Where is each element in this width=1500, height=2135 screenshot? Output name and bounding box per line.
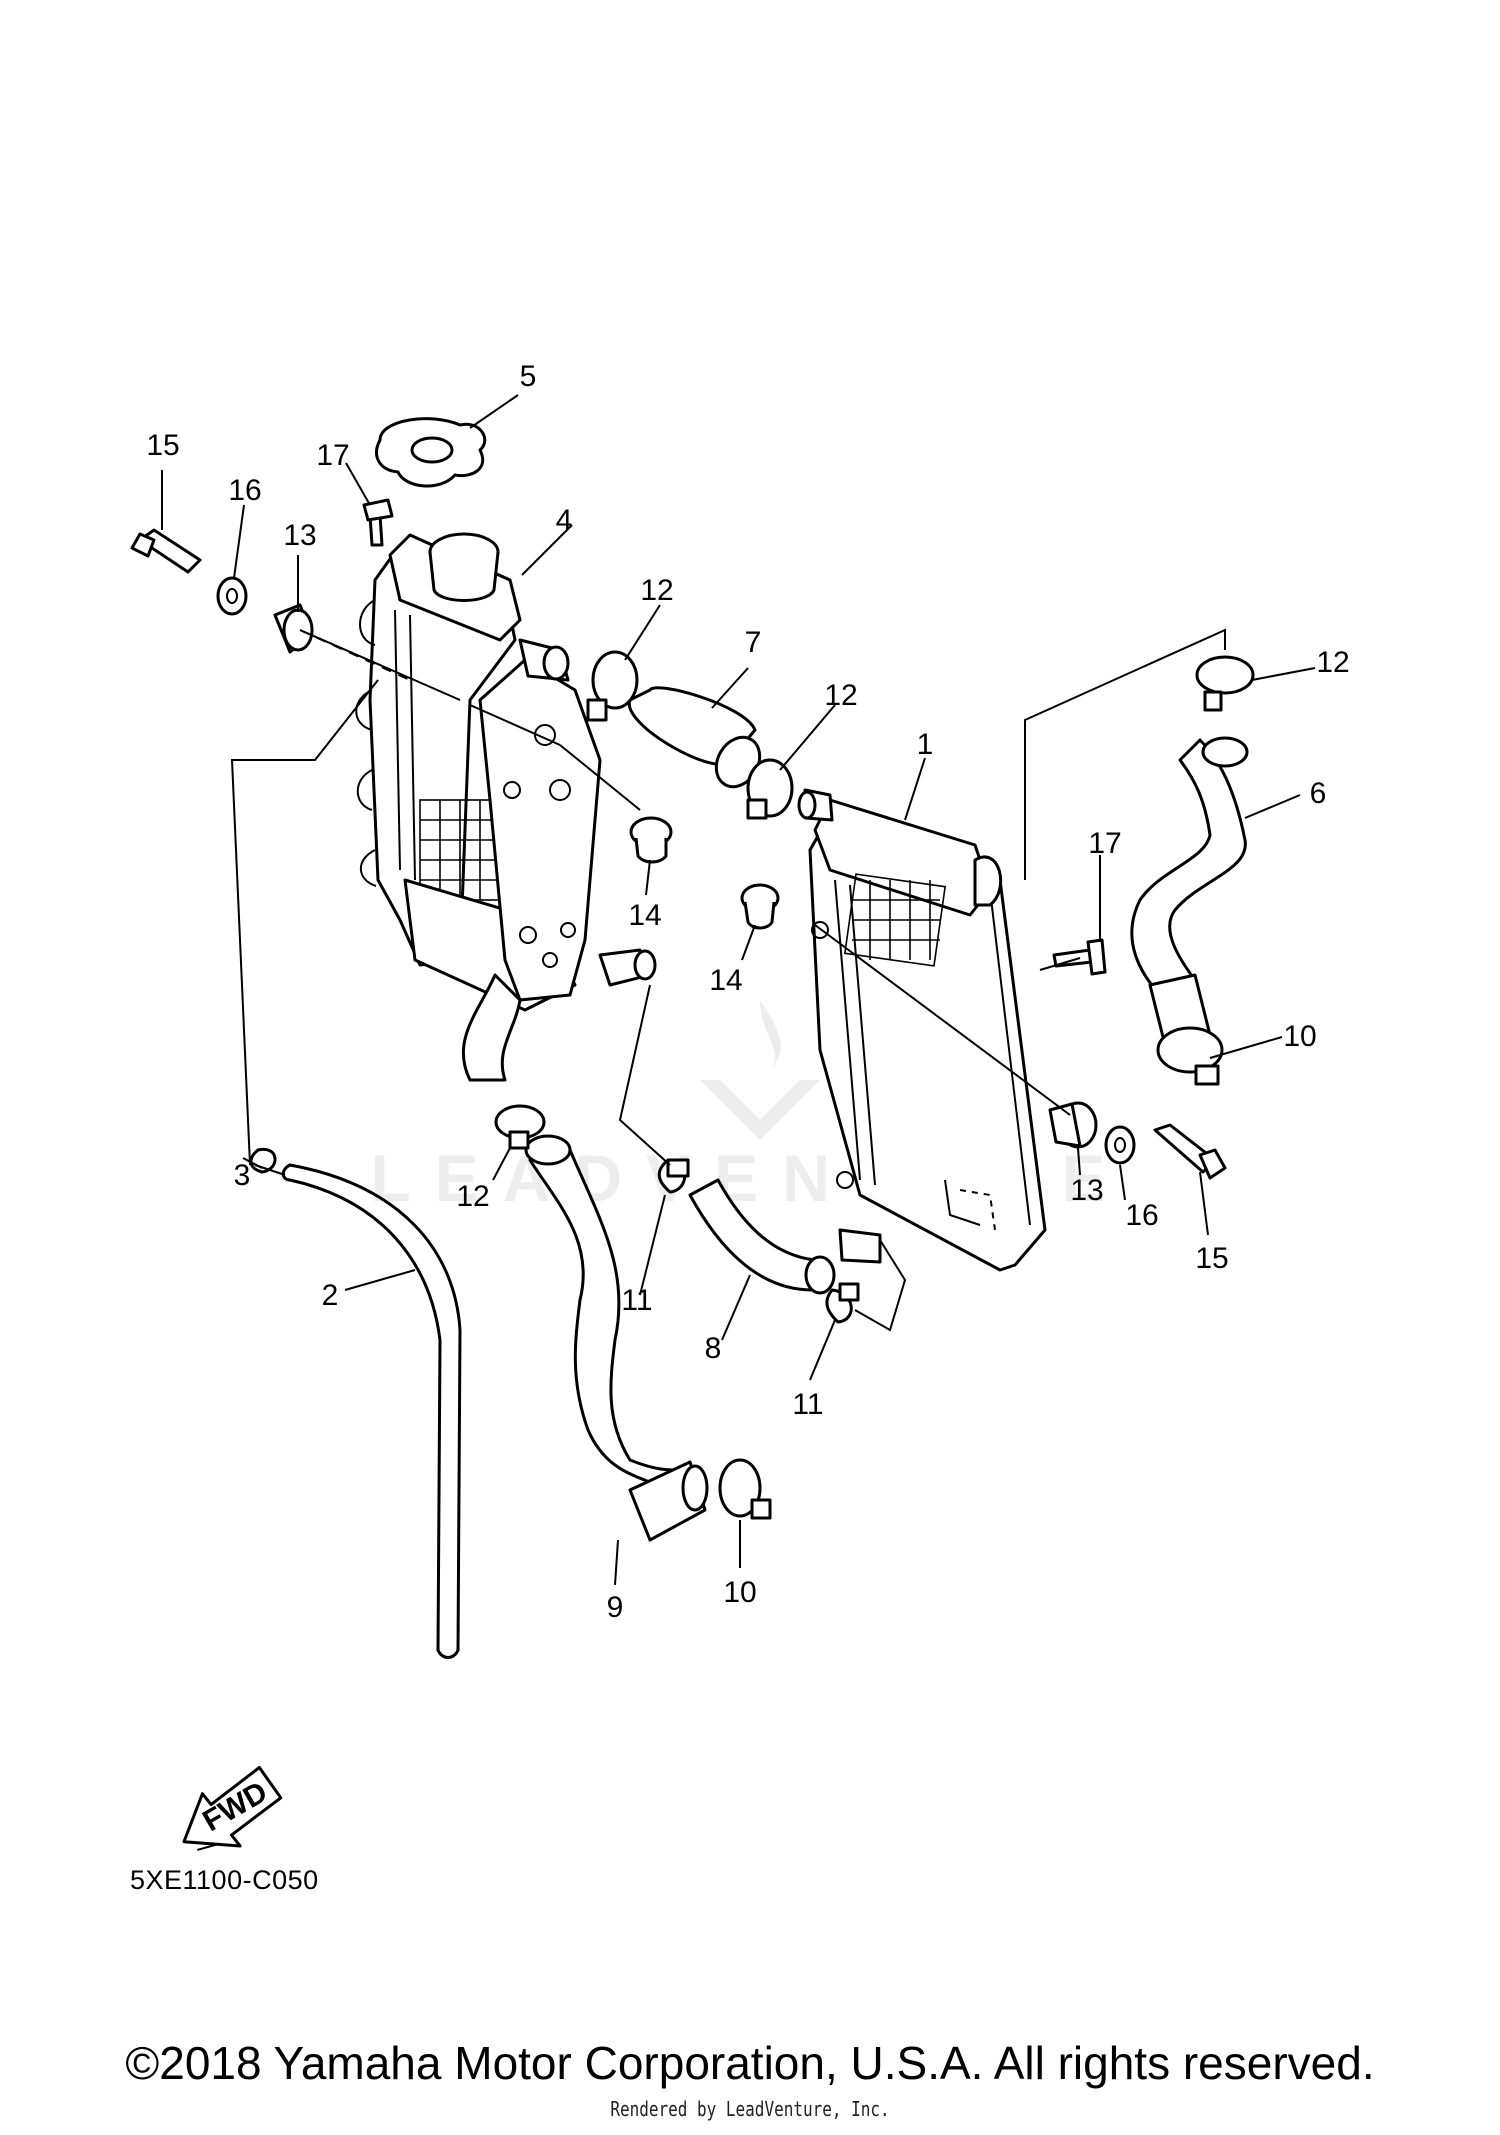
callout-17: 17 (1088, 827, 1121, 860)
callout-10: 10 (723, 1576, 756, 1609)
hose-clamps (249, 650, 1255, 1520)
callout-15: 15 (1195, 1242, 1228, 1275)
hardware (130, 498, 1227, 1180)
callout-6: 6 (1310, 777, 1327, 810)
watermark-logo-icon (700, 1000, 820, 1140)
callout-12: 12 (1316, 646, 1349, 679)
diagram-code: 5XE1100-C050 (130, 1865, 319, 1895)
callout-8: 8 (705, 1332, 722, 1365)
callout-14: 14 (709, 964, 742, 997)
callout-17: 17 (316, 439, 349, 472)
callout-9: 9 (607, 1591, 624, 1624)
hoses (281, 686, 1249, 1659)
callout-14: 14 (628, 899, 661, 932)
callout-13: 13 (1070, 1174, 1103, 1207)
radiator-cap (375, 417, 487, 488)
callout-4: 4 (556, 504, 573, 537)
callout-12: 12 (824, 679, 857, 712)
callout-7: 7 (745, 626, 762, 659)
left-radiator (355, 532, 657, 1082)
forward-direction-arrow: FWD (182, 1765, 283, 1851)
callout-11: 11 (792, 1388, 823, 1421)
right-radiator (797, 788, 1047, 1272)
rendered-by-credit: Rendered by LeadVenture, Inc. (610, 2097, 890, 2121)
callout-16: 16 (228, 474, 261, 507)
callout-12: 12 (456, 1180, 489, 1213)
callout-1: 1 (917, 728, 934, 761)
callout-5: 5 (520, 360, 537, 393)
callout-15: 15 (146, 429, 179, 462)
callout-3: 3 (234, 1159, 251, 1192)
callout-13: 13 (283, 519, 316, 552)
callout-11: 11 (621, 1284, 652, 1317)
callout-12: 12 (640, 574, 673, 607)
guide-lines (230, 628, 1226, 1332)
callout-10: 10 (1283, 1020, 1316, 1053)
callout-labels: 5 15 17 16 4 13 12 7 12 1 12 6 17 14 14 … (146, 360, 1349, 1624)
callout-2: 2 (322, 1279, 339, 1312)
copyright-notice: ©2018 Yamaha Motor Corporation, U.S.A. A… (125, 2037, 1375, 2089)
callout-16: 16 (1125, 1199, 1158, 1232)
leader-lines (161, 394, 1316, 1586)
